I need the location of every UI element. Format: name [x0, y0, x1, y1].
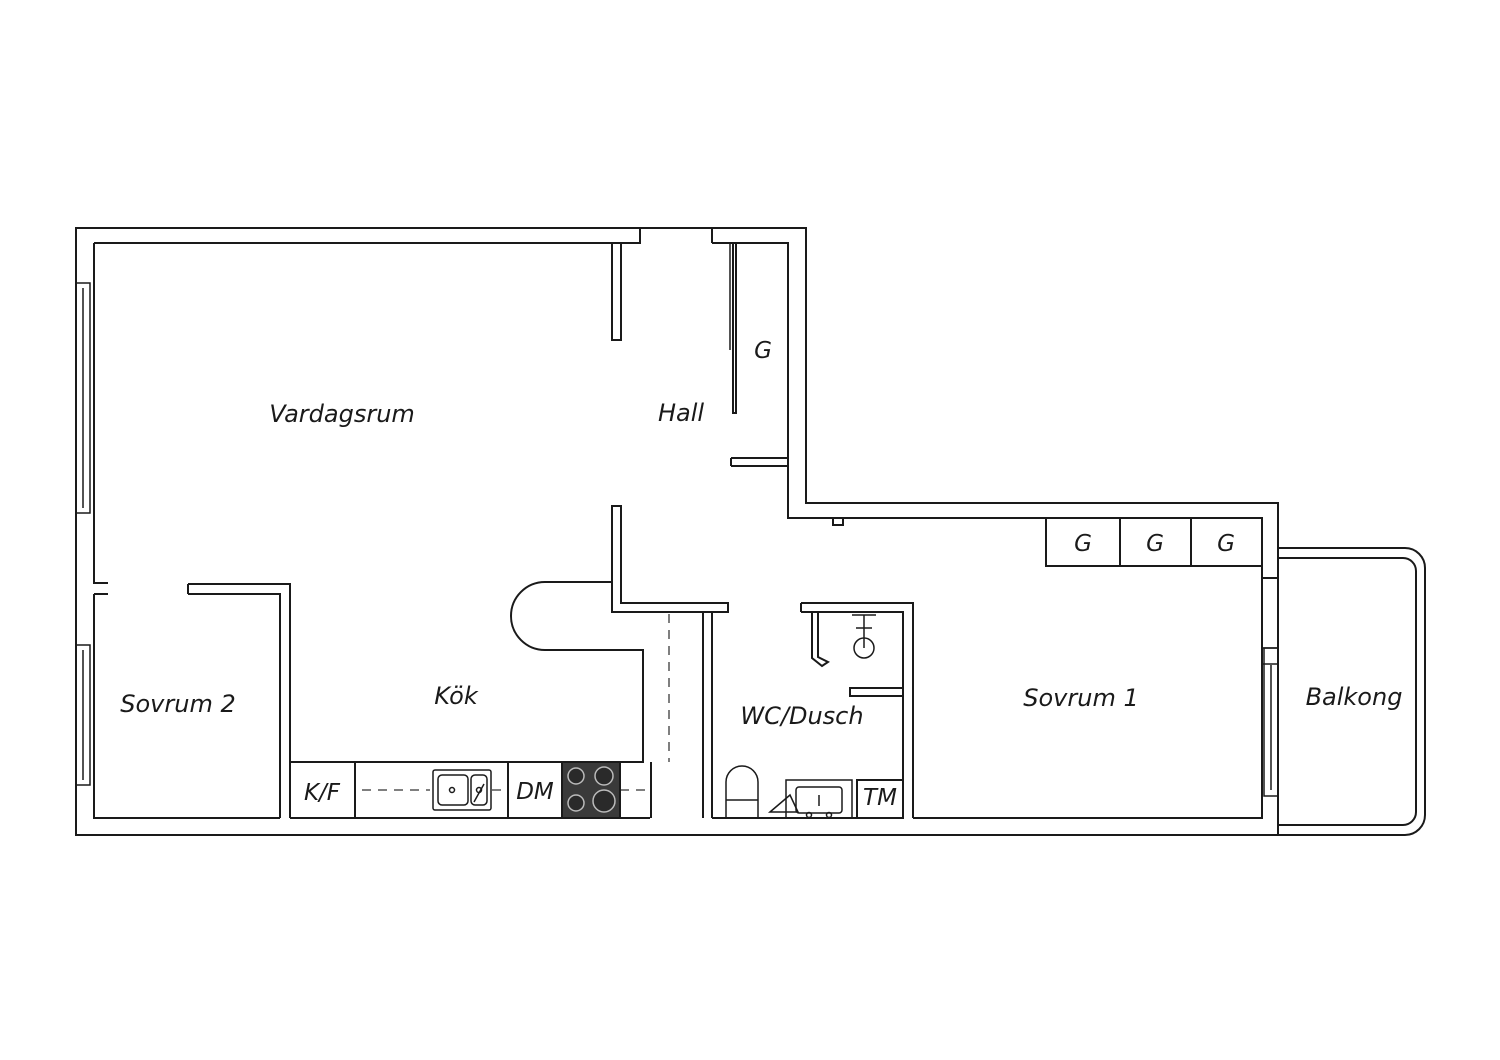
- label-balcony: Balkong: [1306, 683, 1403, 711]
- exterior-walls: [75, 227, 1279, 836]
- label-kitchen: Kök: [434, 682, 479, 710]
- sink-icon: [432, 769, 492, 811]
- label-wardrobe-1: G: [1074, 531, 1092, 557]
- toilet-icon: [725, 765, 759, 818]
- label-wardrobe-3: G: [1217, 531, 1235, 557]
- label-bath: WC/Dusch: [740, 702, 863, 730]
- label-living: Vardagsrum: [269, 400, 415, 428]
- label-wardrobe-hall: G: [754, 338, 772, 364]
- label-dishwasher: DM: [516, 779, 554, 805]
- windows: [75, 282, 1279, 797]
- window-bedroom2: [75, 644, 91, 786]
- washer-box: [856, 779, 904, 819]
- room-labels: Vardagsrum Hall Sovrum 2 Kök WC/Dusch So…: [120, 399, 1402, 730]
- wardrobes: [1045, 517, 1263, 567]
- label-washer: TM: [863, 785, 897, 811]
- label-hall: Hall: [658, 399, 704, 427]
- mirror-icon: [767, 793, 800, 813]
- label-bedroom2: Sovrum 2: [120, 690, 235, 718]
- stove-icon: [561, 761, 621, 819]
- window-living: [75, 282, 91, 514]
- label-bedroom1: Sovrum 1: [1023, 684, 1138, 712]
- interior-walls: [187, 242, 914, 818]
- fixture-labels: G G G G K/F DM TM: [304, 338, 1235, 811]
- shower-icon: [852, 614, 876, 659]
- balcony: [1278, 547, 1426, 836]
- label-fridge-freezer: K/F: [304, 780, 341, 806]
- bathroom-fixtures: [725, 614, 904, 819]
- label-wardrobe-2: G: [1146, 531, 1164, 557]
- kitchen: [290, 581, 670, 819]
